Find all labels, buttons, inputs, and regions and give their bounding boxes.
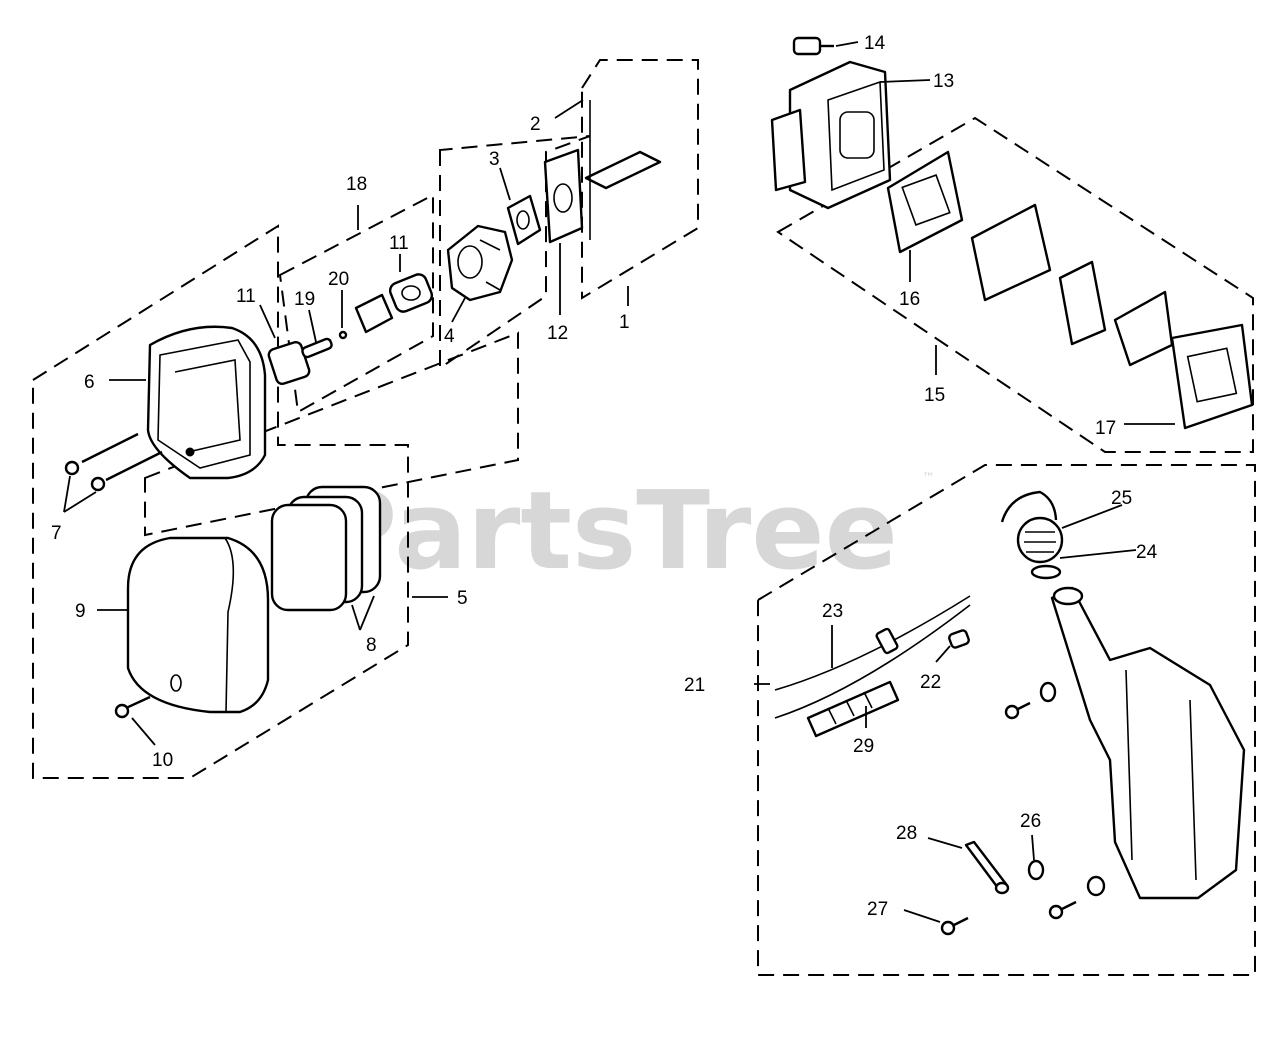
cylinder-block xyxy=(770,60,892,210)
fuel-cap xyxy=(1000,490,1064,580)
fastener-14 xyxy=(792,36,834,56)
callout-10: 10 xyxy=(152,750,173,771)
callout-3: 3 xyxy=(489,149,500,170)
reed-valve-parts xyxy=(886,150,1254,430)
fuel-tank xyxy=(1050,586,1246,900)
callout-8: 8 xyxy=(366,635,377,656)
callout-28: 28 xyxy=(896,823,917,844)
callout-2: 2 xyxy=(530,114,541,135)
carburetor-kit-1-outline xyxy=(581,59,699,300)
tank-fasteners xyxy=(940,681,1106,936)
leader-lines xyxy=(63,41,1175,923)
callout-11-right: 11 xyxy=(389,233,409,254)
callout-15: 15 xyxy=(924,385,945,406)
air-filter-base xyxy=(146,325,267,480)
fuel-tank-group-outline xyxy=(757,464,1256,976)
callout-labels: 1 2 3 4 5 6 7 8 9 10 11 11 12 13 14 15 1… xyxy=(51,33,1158,920)
callout-22: 22 xyxy=(920,672,941,693)
callout-19: 19 xyxy=(294,289,315,310)
callout-4: 4 xyxy=(444,326,455,347)
watermark-trademark: ™ xyxy=(922,471,935,486)
callout-14: 14 xyxy=(864,33,886,54)
callout-18: 18 xyxy=(346,174,367,195)
callout-13: 13 xyxy=(933,71,954,92)
callout-29: 29 xyxy=(853,736,874,757)
callout-1: 1 xyxy=(619,312,630,333)
carburetor xyxy=(446,224,514,302)
adapter-plate-12 xyxy=(543,148,584,244)
callout-25: 25 xyxy=(1111,488,1132,509)
air-filter-cover xyxy=(126,536,270,714)
callout-12: 12 xyxy=(547,323,568,344)
shaft-2 xyxy=(584,100,662,240)
callout-5: 5 xyxy=(457,588,468,609)
callout-16: 16 xyxy=(899,289,920,310)
callout-17: 17 xyxy=(1095,418,1116,439)
callout-6: 6 xyxy=(84,372,95,393)
callout-20: 20 xyxy=(328,269,349,290)
air-filter-group-outline xyxy=(32,224,409,779)
callout-27: 27 xyxy=(867,899,888,920)
callout-23: 23 xyxy=(822,601,843,622)
cover-screw xyxy=(114,695,151,719)
kit-18-parts xyxy=(267,273,434,386)
reed-valve-group-outline xyxy=(776,116,1254,453)
carburetor-group-outline xyxy=(439,135,591,370)
fuel-filter xyxy=(806,680,900,738)
gasket-3 xyxy=(506,194,542,246)
long-screws xyxy=(64,432,163,492)
watermark: PartsTree ™ xyxy=(318,469,935,594)
callout-26: 26 xyxy=(1020,811,1041,832)
filter-elements xyxy=(270,485,382,612)
callout-11-left: 11 xyxy=(236,286,256,307)
watermark-text: PartsTree xyxy=(318,469,898,594)
fuel-line xyxy=(774,595,971,719)
callout-21: 21 xyxy=(684,675,705,696)
grommet-22 xyxy=(948,629,970,649)
callout-9: 9 xyxy=(75,601,86,622)
callout-24: 24 xyxy=(1136,542,1158,563)
callout-7: 7 xyxy=(51,523,62,544)
filter-element-inner-outline xyxy=(144,331,519,537)
